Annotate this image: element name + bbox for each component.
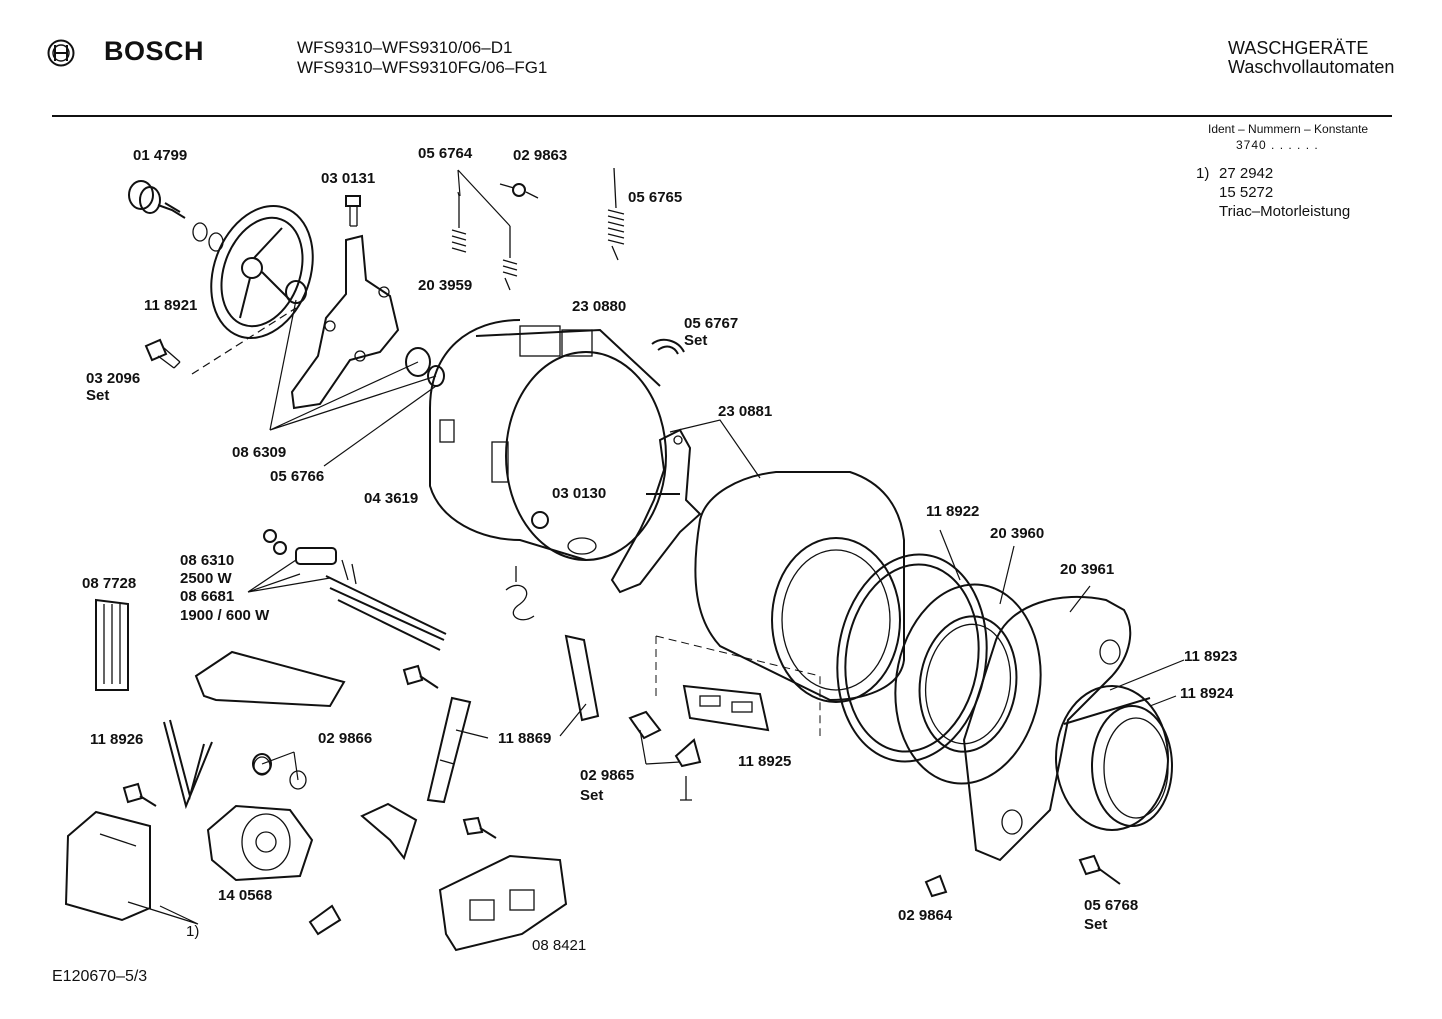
label-230880: 23 0880 bbox=[572, 298, 626, 315]
label-118924: 11 8924 bbox=[1180, 685, 1234, 702]
bolt-030131-part bbox=[345, 195, 361, 227]
label-088421: 08 8421 bbox=[532, 937, 586, 954]
note-index: 1) bbox=[1196, 165, 1210, 182]
label-203959: 20 3959 bbox=[418, 277, 472, 294]
label-032096: 03 2096 bbox=[86, 370, 140, 387]
clip-029864-part bbox=[924, 874, 948, 898]
door-ring-part bbox=[1055, 685, 1173, 831]
front-shield-part bbox=[962, 595, 1132, 862]
bolt-set-part bbox=[122, 664, 1121, 885]
bolt-032096-part bbox=[144, 338, 181, 369]
label-086309: 08 6309 bbox=[232, 444, 286, 461]
label-1900w: 1900 / 600 W bbox=[180, 607, 270, 624]
bosch-logo bbox=[46, 38, 76, 68]
tub-part bbox=[429, 319, 667, 561]
drum-cross-part bbox=[610, 428, 702, 594]
label-118921: 11 8921 bbox=[144, 297, 197, 314]
label-203961: 20 3961 bbox=[1060, 561, 1114, 578]
label-029863: 02 9863 bbox=[513, 147, 567, 164]
label-056765: 05 6765 bbox=[628, 189, 682, 206]
front-ring-part bbox=[894, 583, 1042, 785]
ident-title: Ident – Nummern – Konstante bbox=[1208, 122, 1369, 136]
bracket-part bbox=[308, 802, 418, 936]
label-029866: 02 9866 bbox=[318, 730, 372, 747]
label-087728: 08 7728 bbox=[82, 575, 136, 592]
label-056768-set: Set bbox=[1084, 916, 1107, 933]
ident-value: 3740 . . . . . . bbox=[1236, 138, 1319, 152]
clamp-056767-part bbox=[651, 338, 685, 355]
bearing-bracket-part bbox=[290, 234, 445, 410]
label-029864: 02 9864 bbox=[898, 907, 953, 924]
label-086681: 08 6681 bbox=[180, 588, 234, 605]
label-118926: 11 8926 bbox=[90, 731, 143, 748]
clip-029866-part bbox=[252, 753, 272, 775]
label-056767: 05 6767 bbox=[684, 315, 738, 332]
label-118923: 11 8923 bbox=[1184, 648, 1237, 665]
brand-name: BOSCH bbox=[104, 36, 205, 66]
cover-plate-part bbox=[194, 650, 346, 708]
label-056767-set: Set bbox=[684, 332, 707, 349]
leader-lines bbox=[127, 169, 1185, 925]
bosch-armature-icon bbox=[47, 39, 75, 67]
drum-part bbox=[694, 471, 905, 703]
spring-056765-part bbox=[607, 167, 625, 261]
label-030130: 03 0130 bbox=[552, 485, 606, 502]
label-118925: 11 8925 bbox=[738, 753, 791, 770]
model-line-2: WFS9310–WFS9310FG/06–FG1 bbox=[297, 58, 548, 77]
label-2500w: 2500 W bbox=[180, 570, 233, 587]
label-203960: 20 3960 bbox=[990, 525, 1044, 542]
part-labels: 01 4799 03 0131 05 6764 02 9863 05 6765 … bbox=[82, 145, 1237, 954]
category-line-2: Waschvollautomaten bbox=[1228, 57, 1395, 77]
label-032096-set: Set bbox=[86, 387, 109, 404]
door-seal-ring-part bbox=[836, 553, 988, 763]
label-043619: 04 3619 bbox=[364, 490, 418, 507]
spring-056764-part bbox=[451, 196, 518, 291]
label-086310: 08 6310 bbox=[180, 552, 234, 569]
door-lock-part bbox=[438, 854, 568, 952]
hose-spring-part bbox=[505, 566, 535, 621]
v-belt-part bbox=[163, 719, 213, 810]
pump-cover-part bbox=[655, 635, 821, 736]
pulley-part bbox=[210, 205, 314, 339]
header-divider bbox=[52, 115, 1392, 117]
model-line-1: WFS9310–WFS9310/06–D1 bbox=[297, 38, 513, 57]
label-056766: 05 6766 bbox=[270, 468, 324, 485]
filter-part bbox=[628, 710, 702, 801]
clip-029863-part bbox=[499, 183, 539, 199]
label-056768: 05 6768 bbox=[1084, 897, 1138, 914]
label-118869: 11 8869 bbox=[498, 730, 551, 747]
note-line-3: Triac–Motorleistung bbox=[1219, 203, 1351, 220]
shock-absorber-part bbox=[426, 634, 600, 804]
heater-element-part bbox=[263, 529, 447, 651]
label-ref1: 1) bbox=[186, 923, 199, 940]
document-reference: E120670–5/3 bbox=[52, 968, 148, 985]
label-140568: 14 0568 bbox=[218, 887, 272, 904]
label-029865-set: Set bbox=[580, 787, 603, 804]
label-118922: 11 8922 bbox=[926, 503, 979, 520]
label-029865: 02 9865 bbox=[580, 767, 634, 784]
category-line-1: WASCHGERÄTE bbox=[1228, 38, 1369, 58]
label-230881: 23 0881 bbox=[718, 403, 772, 420]
motor-part bbox=[206, 756, 314, 882]
bearing-bush-part bbox=[128, 180, 307, 304]
cable-loom-part bbox=[95, 598, 129, 691]
note-line-1: 27 2942 bbox=[1219, 165, 1274, 182]
control-module-part bbox=[64, 810, 151, 922]
note-line-2: 15 5272 bbox=[1219, 184, 1274, 201]
label-056764: 05 6764 bbox=[418, 145, 473, 162]
label-030131: 03 0131 bbox=[321, 170, 375, 187]
label-014799: 01 4799 bbox=[133, 147, 187, 164]
